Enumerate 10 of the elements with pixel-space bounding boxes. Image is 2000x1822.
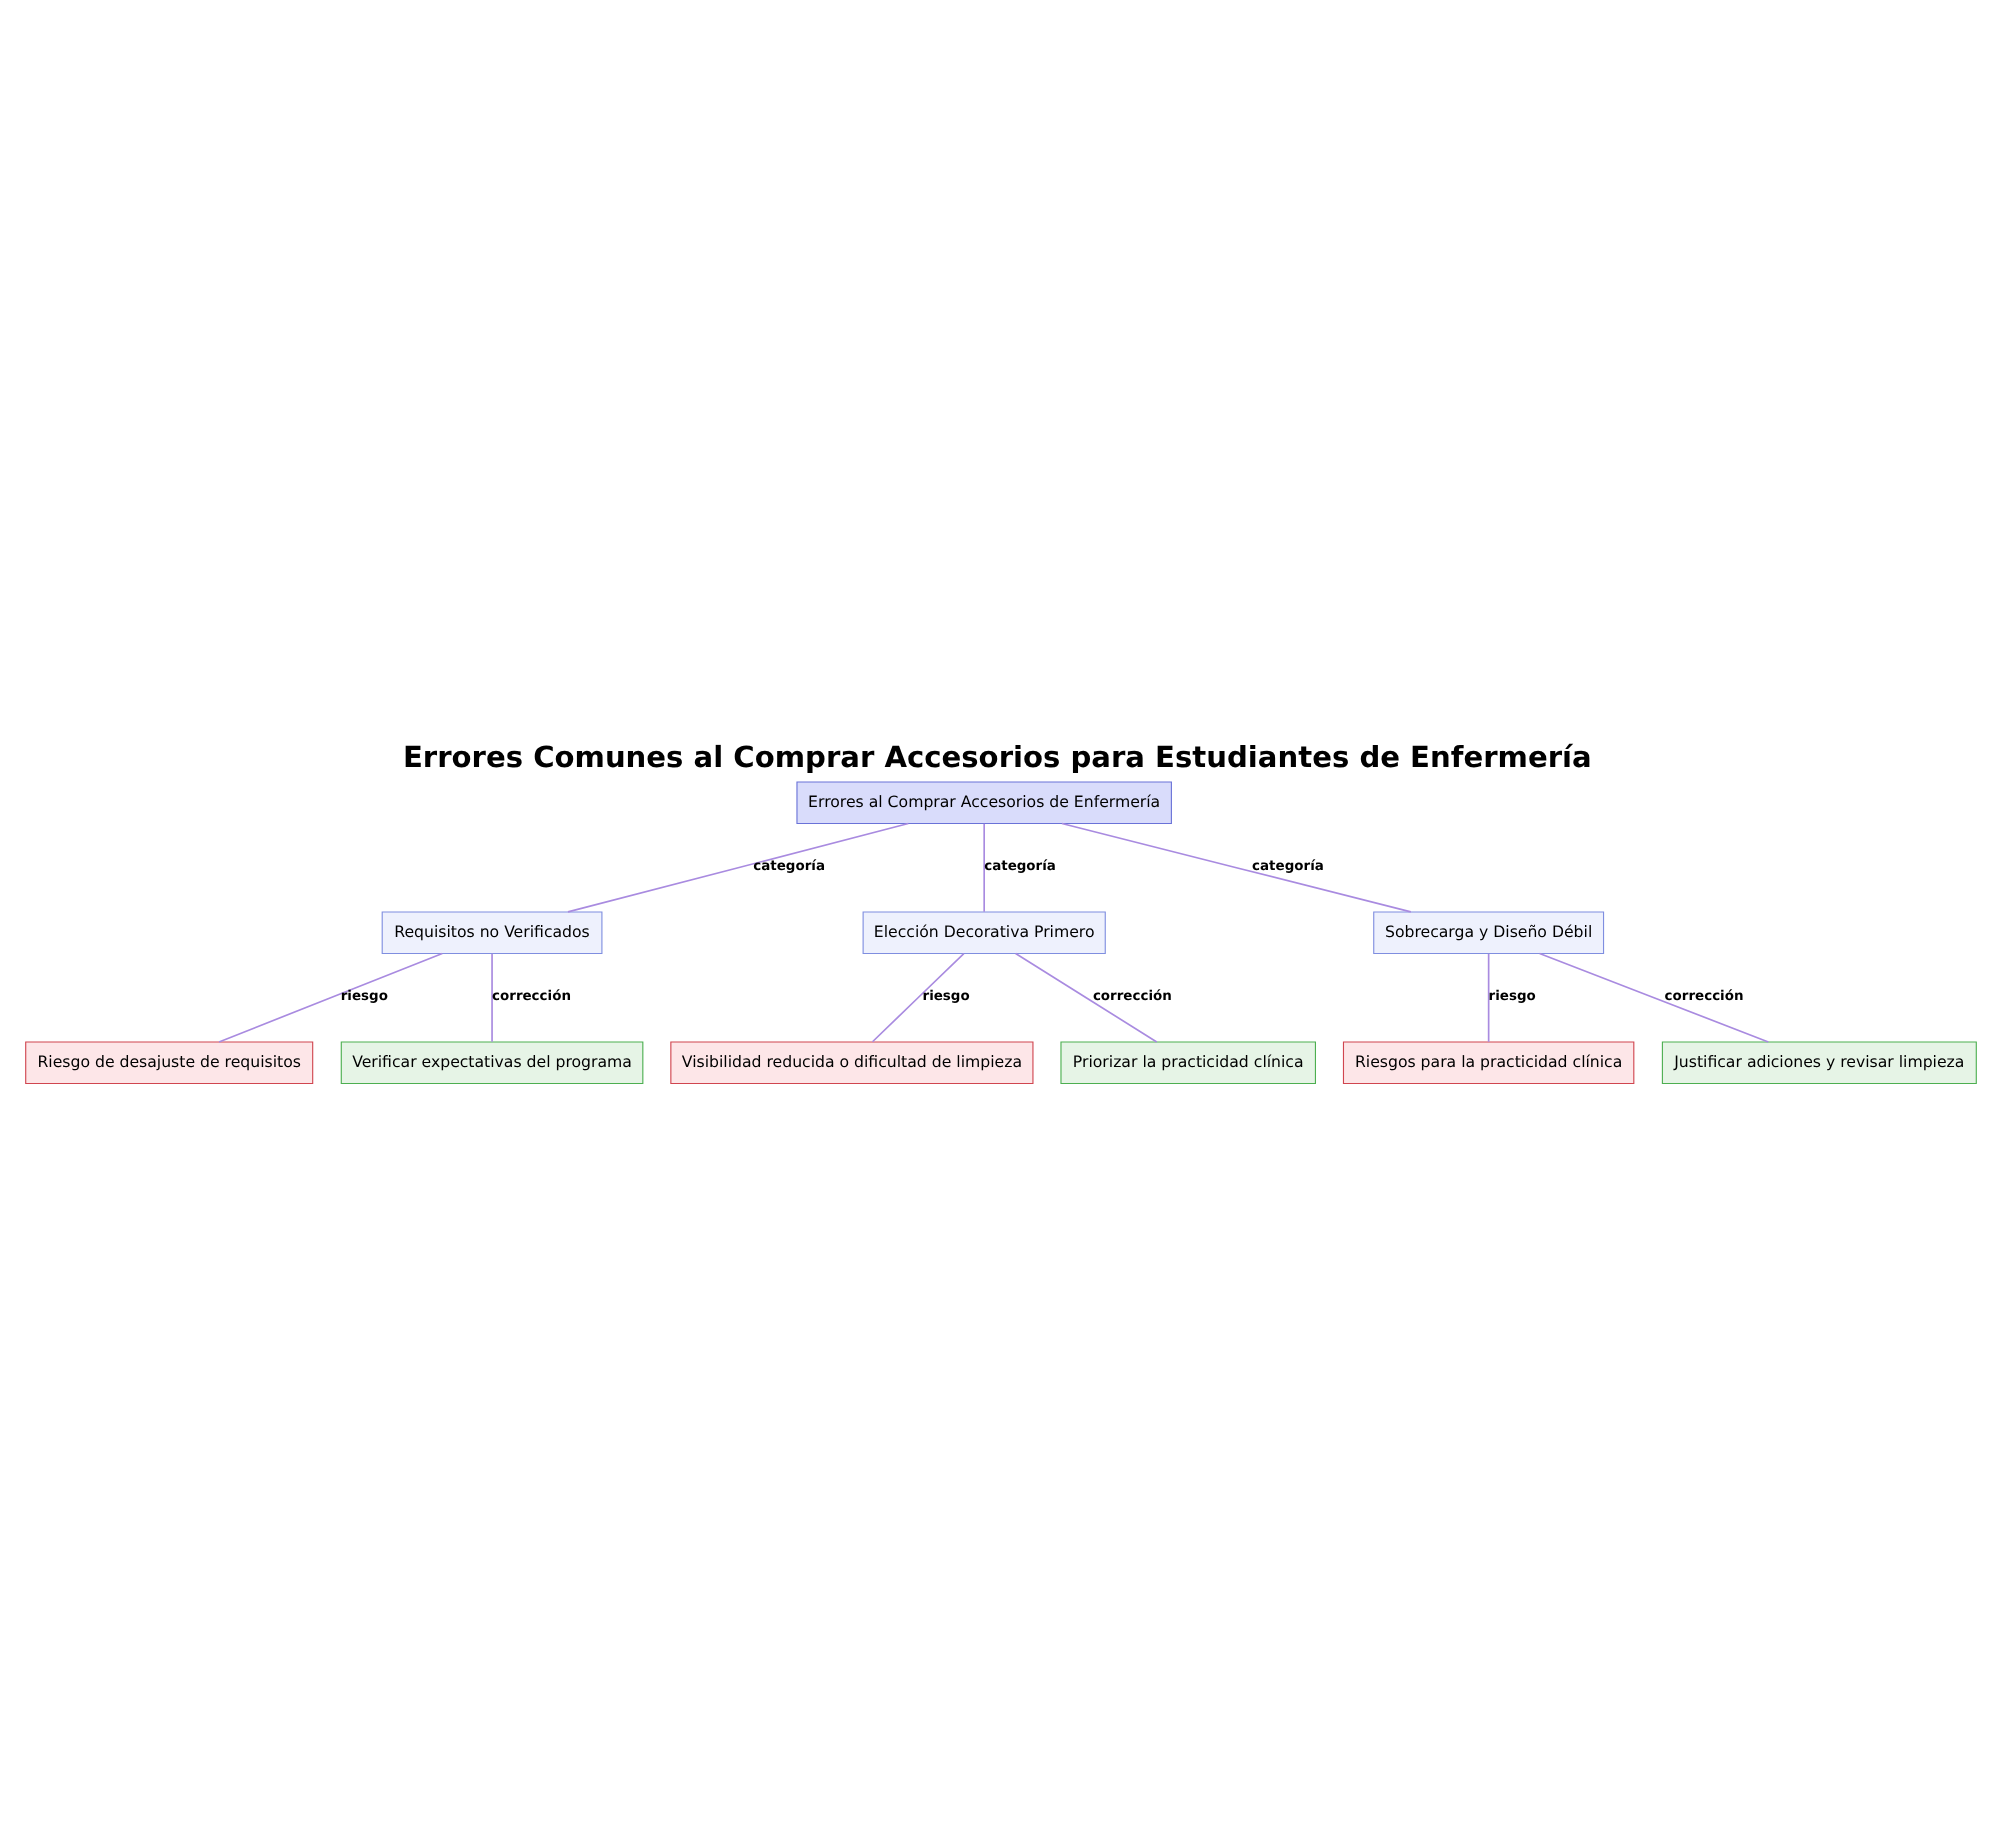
- connector: [1486, 952, 1489, 1042]
- connector: [870, 951, 964, 1042]
- connector: [1013, 951, 1157, 1042]
- connector: [217, 951, 443, 1042]
- connector: [1537, 951, 1769, 1042]
- connector: [490, 952, 492, 1042]
- diagram-title: Errores Comunes al Comprar Accesorios para Estudiantes de Enfermería: [401, 740, 1591, 775]
- connector: [1060, 821, 1411, 912]
- connector: [566, 821, 909, 912]
- connector: [982, 821, 984, 912]
